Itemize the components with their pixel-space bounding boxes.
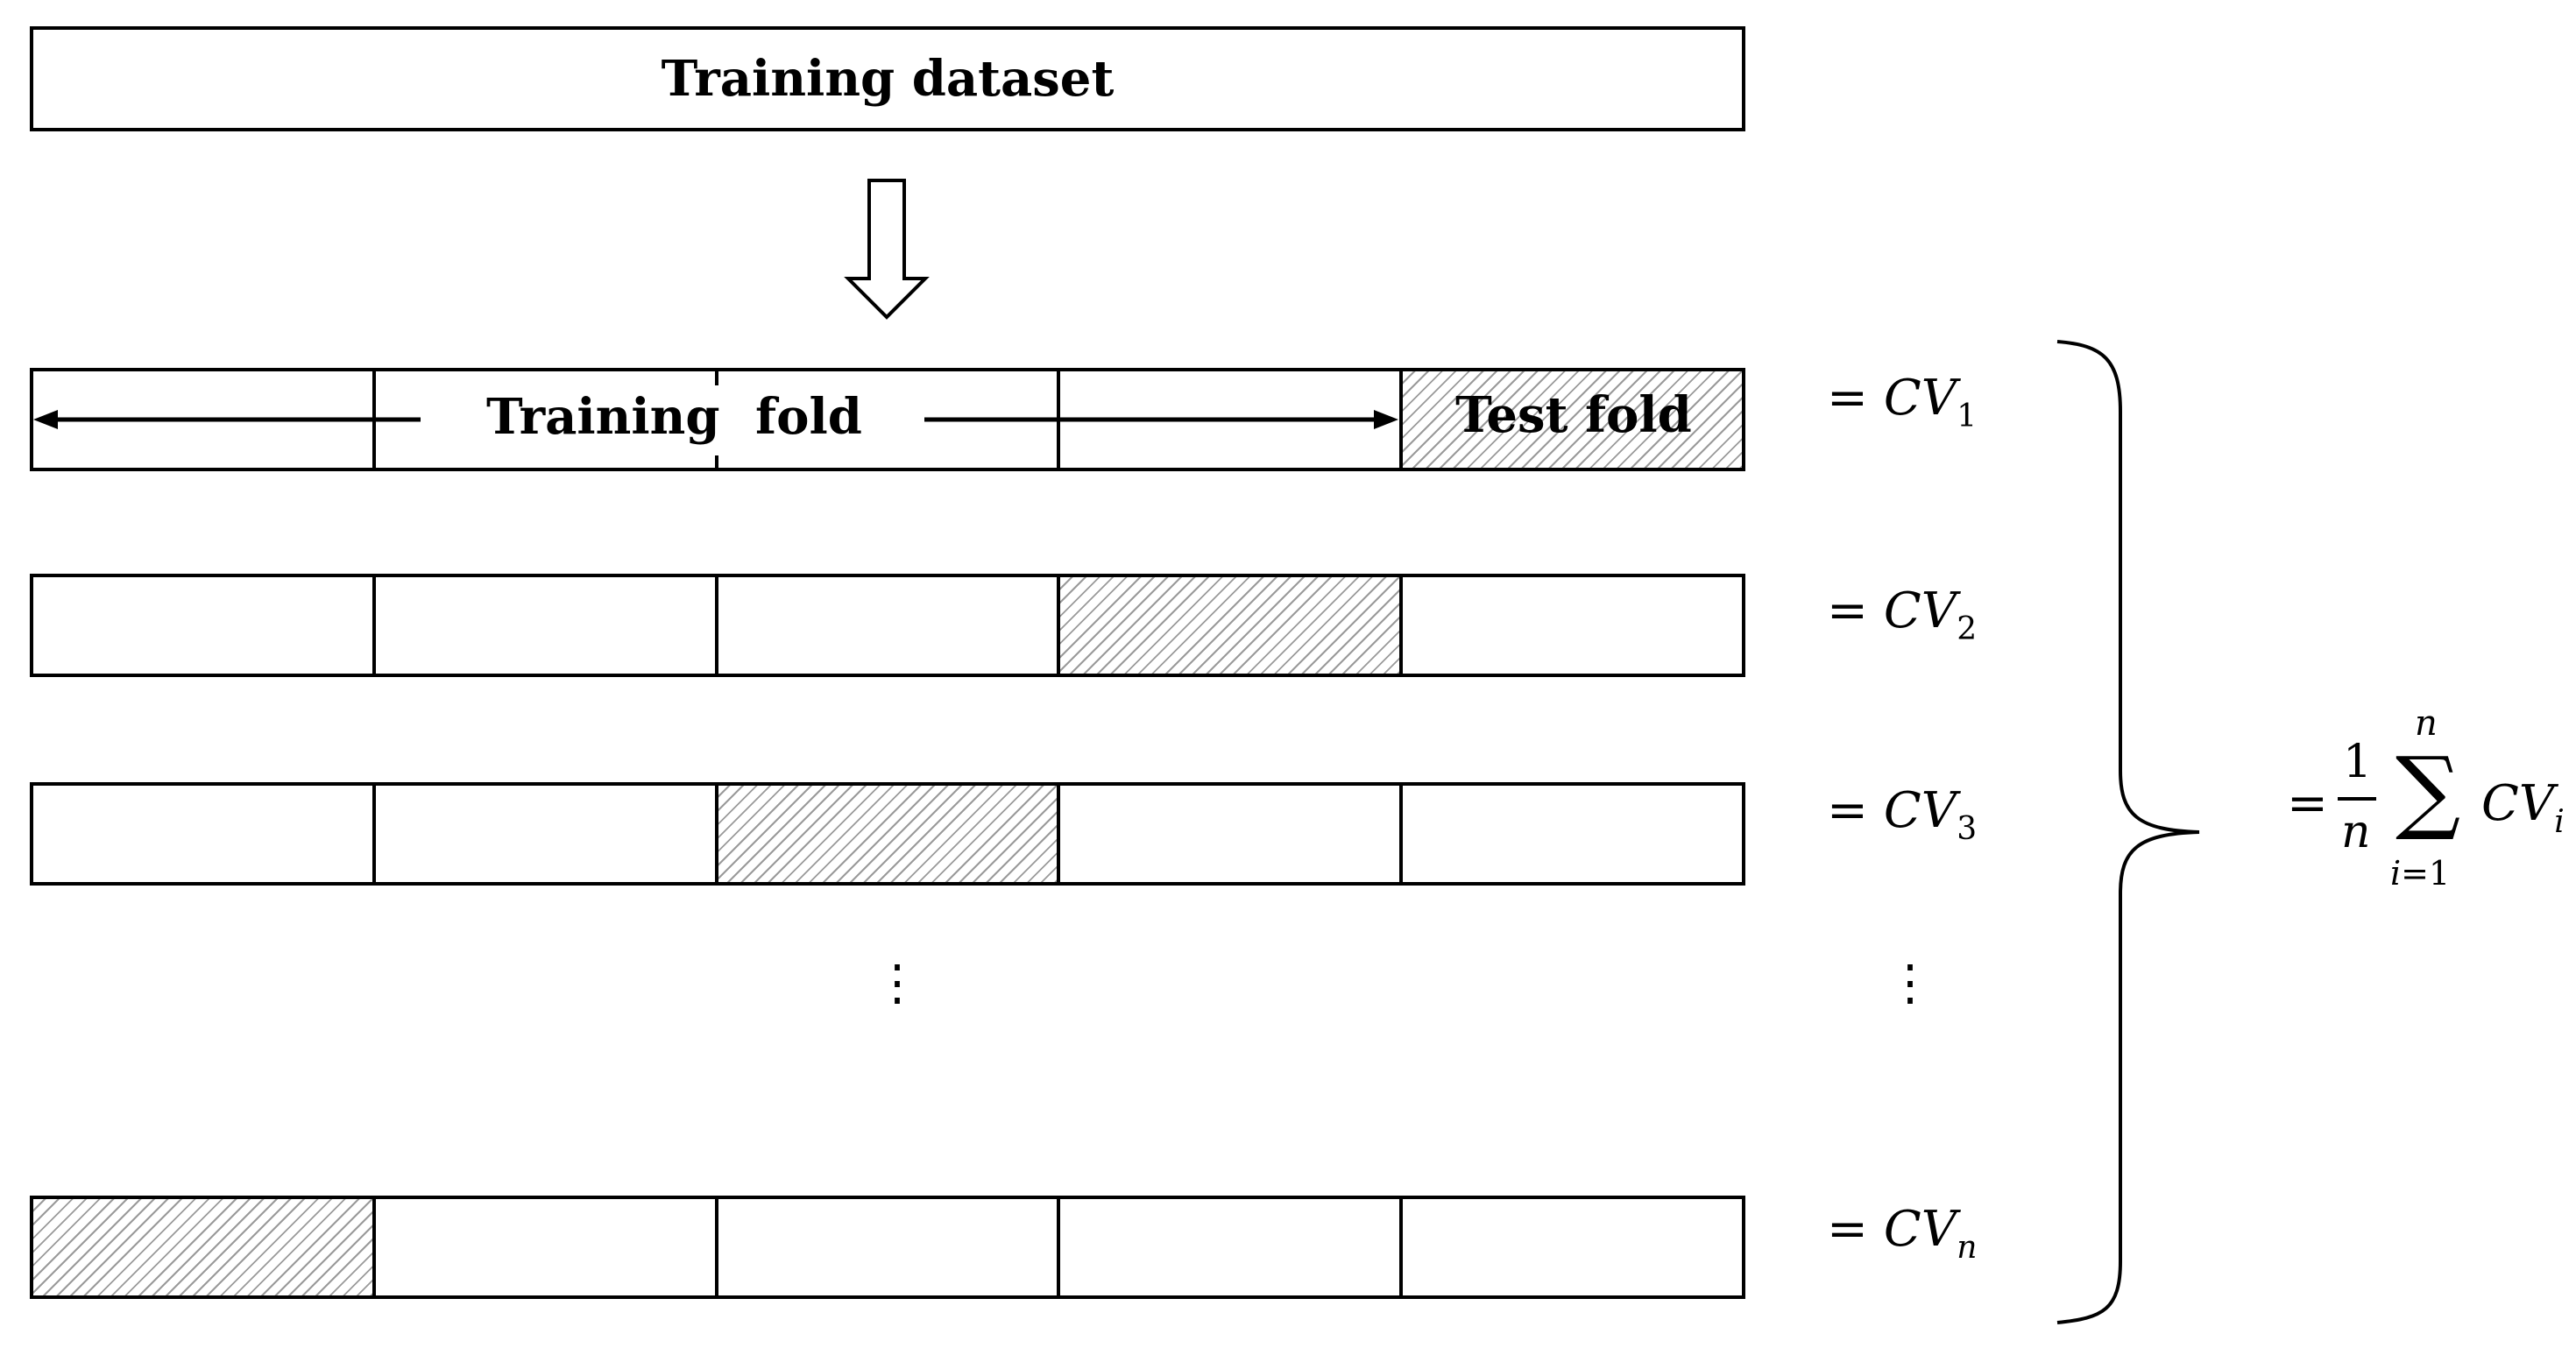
cv-subscript: n [1957,1230,1978,1266]
training-fold-label-fold: fold [755,388,862,446]
cv-text: CV [1883,782,1957,839]
double-headed-arrow-icon [33,385,1398,455]
fold-cell [1060,1199,1404,1295]
down-arrow-icon [844,179,930,320]
cv-label-3: =CV3 [1827,787,1977,845]
training-dataset-label: Training dataset [661,50,1115,108]
sigma-icon: ∑ [2396,737,2461,843]
test-fold-cell [1403,371,1742,468]
cv-eq: = [1827,370,1868,427]
formula-eq: = [2287,775,2328,832]
test-fold-cell [1060,577,1404,674]
cv-text: CV [1883,370,1957,427]
cv-text: CV [1883,582,1957,639]
cv-subscript: 2 [1957,611,1978,647]
fold-row-2 [30,574,1745,677]
fold-cell [376,577,718,674]
cv-label-n: =CVn [1827,1205,1977,1264]
training-dataset-box: Training dataset [30,26,1745,131]
cv-subscript: 3 [1957,811,1978,847]
fold-row-n [30,1196,1745,1299]
sum-lower-rest: =1 [2401,854,2451,893]
average-cv-formula: = 1 n n ∑ i=1 CVi [2287,706,2567,911]
fold-cell [718,1199,1061,1295]
formula-term-cv: CV [2481,775,2555,832]
curly-brace-icon [2056,340,2200,1324]
test-fold-cell [33,1199,376,1295]
test-fold-cell [718,786,1061,882]
test-fold-label: Test fold [1455,386,1692,444]
fold-cell [33,786,376,882]
sum-upper-limit: n [2415,703,2438,744]
cv-label-1: =CV1 [1827,374,1977,433]
fold-cell [33,577,376,674]
formula-term-sub: i [2554,804,2565,840]
sum-lower-limit: i=1 [2390,857,2450,890]
training-fold-label: Training [486,388,720,446]
formula-denominator: n [2341,806,2371,858]
fold-cell [1060,786,1404,882]
sum-lower-var: i [2390,854,2402,893]
vertical-ellipsis-cv: ⋮ [1886,955,1935,1012]
fold-row-3 [30,782,1745,886]
formula-term: CVi [2481,780,2565,838]
cv-label-2: =CV2 [1827,587,1977,646]
cv-text: CV [1883,1201,1957,1258]
fold-cell [718,577,1061,674]
fraction-bar [2338,797,2376,801]
cv-eq: = [1827,782,1868,839]
fold-cell [1060,371,1404,468]
formula-numerator: 1 [2343,736,2373,788]
fold-cell [376,786,718,882]
fold-cell [376,1199,718,1295]
cv-eq: = [1827,1201,1868,1258]
vertical-ellipsis-diagram: ⋮ [873,955,922,1012]
cv-subscript: 1 [1957,399,1978,434]
cv-eq: = [1827,582,1868,639]
